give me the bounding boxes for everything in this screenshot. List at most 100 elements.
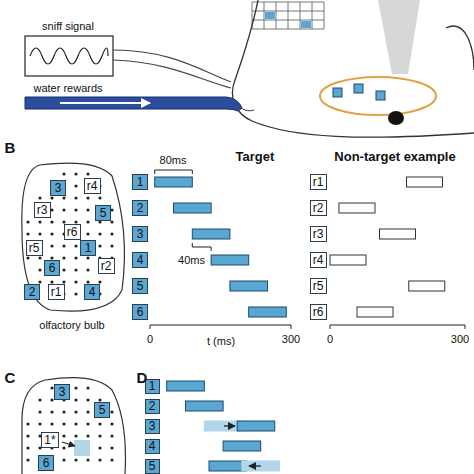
activation-bar [167, 381, 205, 391]
glomerulus-dot [74, 386, 77, 389]
glomerulus-dot [26, 422, 29, 425]
glomerulus-dot [50, 220, 53, 223]
target-glomerulus: 3 [132, 226, 148, 242]
glomerulus-dot [110, 232, 113, 235]
activation-bar [242, 461, 280, 471]
sniff-wire [113, 50, 231, 82]
glomerulus-dot [38, 422, 41, 425]
target-glomerulus: 5 [132, 278, 148, 294]
activation-bar [204, 421, 242, 431]
glomerulus-dot [26, 256, 29, 259]
axis-tick [291, 325, 292, 329]
glomerulus-dot [62, 208, 65, 211]
target-glomerulus: 3 [145, 419, 160, 434]
target-glomerulus: 4 [132, 252, 148, 268]
node-number: 5 [100, 207, 107, 219]
glomerulus-dot [86, 434, 89, 437]
glomerulus-dot [86, 422, 89, 425]
activation-bar [357, 307, 393, 317]
annotation-label: 0 [147, 333, 153, 345]
reference-glomerulus: 1* [41, 432, 59, 448]
glomerulus-dot [62, 268, 65, 271]
glomerulus-dot [74, 208, 77, 211]
glomerulus-dot [38, 268, 41, 271]
glomerulus-dot [86, 220, 89, 223]
glomerulus-dot [74, 172, 77, 175]
activation-bar [339, 203, 375, 213]
reference-glomerulus: r5 [310, 278, 327, 294]
node-number: r2 [101, 260, 112, 272]
target-glomerulus: 1 [132, 174, 148, 190]
activation-bar [174, 203, 212, 213]
glomerulus-dot [86, 386, 89, 389]
grid-line [288, 2, 289, 29]
glomerulus-dot [74, 434, 77, 437]
reference-glomerulus: r2 [98, 258, 115, 274]
grid-line [276, 2, 277, 29]
node-number: 3 [137, 228, 144, 240]
grid-cell [265, 12, 275, 19]
target-glomerulus: 2 [132, 200, 148, 216]
target-glomerulus: 2 [145, 399, 160, 414]
glomerulus-dot [62, 446, 65, 449]
grid-line [252, 20, 324, 21]
glomerulus-marker [376, 91, 385, 100]
node-number: 4 [149, 440, 156, 452]
node-number: 5 [99, 404, 106, 416]
node-number: 3 [55, 182, 62, 194]
node-number: r5 [313, 280, 324, 292]
axis-tick [150, 325, 151, 329]
axis-tick [465, 325, 466, 329]
annotation-label: 80ms [160, 154, 187, 166]
glomerulus-dot [98, 434, 101, 437]
grid-line [264, 2, 265, 29]
node-number: r1 [51, 286, 62, 298]
glomerulus-dot [98, 232, 101, 235]
olfactory-bulb-outline [22, 163, 125, 311]
node-number: 6 [43, 457, 50, 469]
mouse-head-outline [232, 0, 474, 137]
annotation-label: olfactory bulb [39, 319, 104, 331]
node-number: 2 [149, 400, 156, 412]
olfactory-bulb-outline [22, 378, 125, 474]
grid-cell [301, 21, 311, 28]
grid-line [252, 2, 324, 3]
glomerulus-dot [38, 410, 41, 413]
node-number: 5 [149, 460, 156, 472]
glomerulus-dot [98, 458, 101, 461]
annotation-label: water rewards [33, 82, 102, 94]
sniff-wire [113, 60, 231, 88]
node-number: 4 [137, 254, 144, 266]
node-number: r6 [313, 306, 324, 318]
glomerulus-dot [74, 280, 77, 283]
flow-arrow [60, 102, 150, 104]
node-number: r2 [313, 202, 324, 214]
glomerulus-dot [50, 422, 53, 425]
glomerulus-dot [26, 232, 29, 235]
node-number: r6 [67, 226, 78, 238]
glomerulus-dot [38, 196, 41, 199]
activation-bar [409, 281, 445, 291]
glomerulus-dot [110, 410, 113, 413]
node-number: r3 [37, 204, 48, 216]
glomerulus-dot [38, 398, 41, 401]
annotation-label: 300 [451, 333, 469, 345]
grid-line [300, 2, 301, 29]
glomerulus-dot [74, 184, 77, 187]
glomerulus-dot [62, 196, 65, 199]
glomerulus-dot [74, 458, 77, 461]
shifted-position [74, 440, 90, 456]
glomerulus-dot [74, 422, 77, 425]
node-number: 1 [137, 176, 144, 188]
reference-glomerulus: r3 [34, 202, 51, 218]
glomerulus-dot [26, 446, 29, 449]
shift-arrow [62, 442, 75, 446]
reference-glomerulus: r6 [310, 304, 327, 320]
node-number: r4 [87, 180, 98, 192]
activation-bar [211, 255, 249, 265]
node-number: r5 [29, 242, 40, 254]
glomerulus-marker [333, 88, 342, 97]
shift-arrow [249, 465, 261, 466]
reference-glomerulus: r1 [310, 174, 327, 190]
